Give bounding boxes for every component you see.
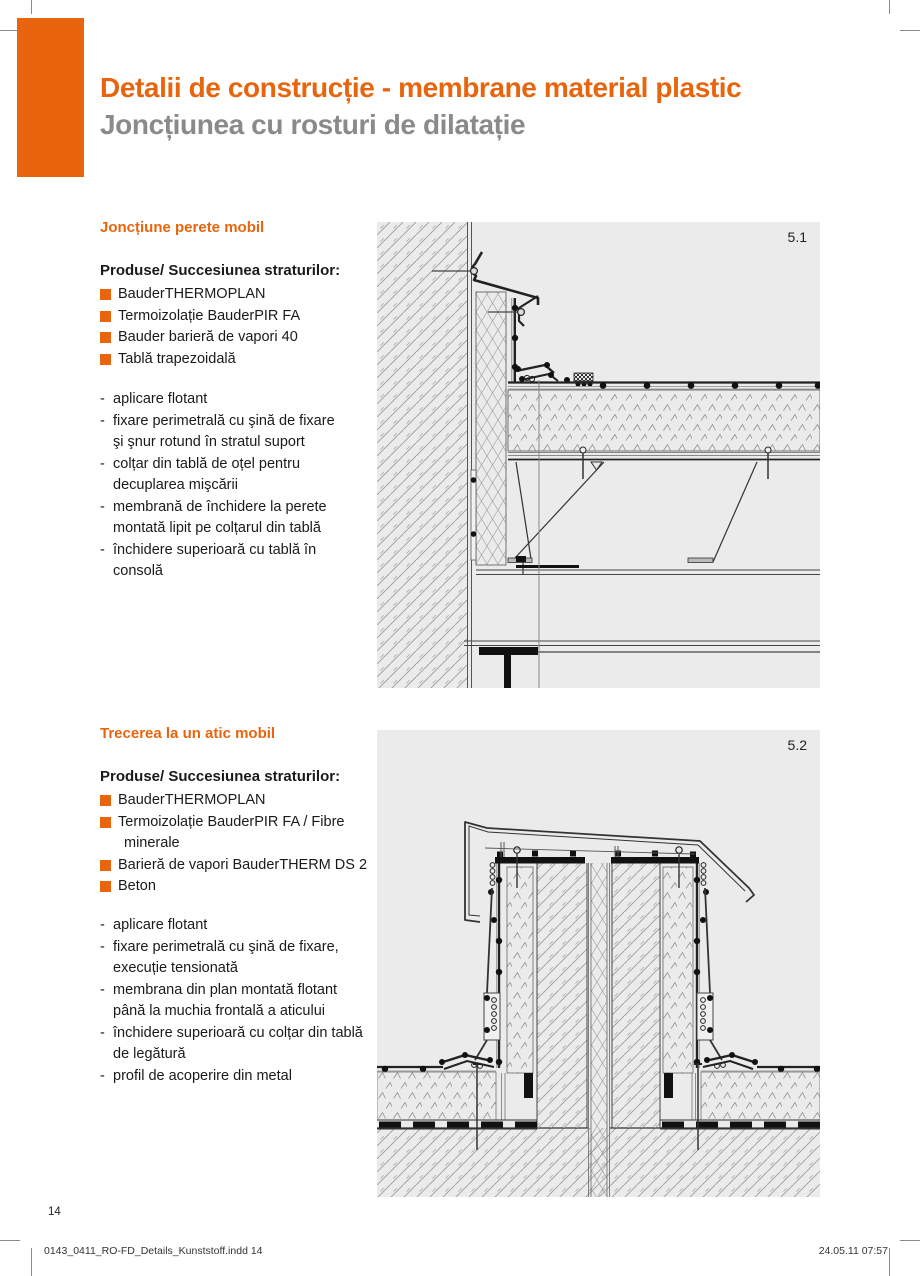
- note-line: fixare perimetrală cu şină de fixare: [113, 412, 335, 429]
- product-item: BauderTHERMOPLAN: [100, 790, 385, 812]
- note-line: membrană de închidere la perete: [113, 498, 327, 515]
- note-item: - aplicare flotant: [100, 915, 392, 937]
- note-line: colțar din tablă de oțel pentru: [113, 455, 301, 472]
- section-2-products-label: Produse/ Succesiunea straturilor:: [100, 768, 341, 785]
- product-text: Bauder barieră de vapori 40: [118, 329, 298, 345]
- figure-5-2-label: 5.2: [787, 737, 807, 753]
- product-item: Bauder barieră de vapori 40: [100, 327, 385, 349]
- note-item: - fixare perimetrală cu şină de fixare ş…: [100, 411, 392, 454]
- dash-marker: -: [100, 938, 105, 955]
- product-text: BauderTHERMOPLAN: [118, 286, 266, 302]
- note-item: - colțar din tablă de oțel pentru decupl…: [100, 454, 392, 497]
- figure-5-2-panel: 5.2: [376, 730, 821, 1197]
- figure-5-1-drawing: [377, 222, 822, 688]
- dash-marker: -: [100, 1024, 105, 1041]
- note-line: montată lipit pe colțarul din tablă: [113, 520, 321, 536]
- note-line: aplicare flotant: [113, 917, 208, 933]
- dash-marker: -: [100, 412, 105, 429]
- note-line: aplicare flotant: [113, 391, 208, 407]
- section-1-heading: Joncțiune perete mobil: [100, 219, 265, 236]
- note-line: închidere superioară cu colțar din tablă: [113, 1024, 363, 1041]
- crop-mark-bottom-right-h: [900, 1240, 920, 1241]
- note-line: membrana din plan montată flotant: [113, 981, 338, 998]
- crop-mark-top-left-h: [0, 30, 20, 31]
- section-2-heading: Trecerea la un atic mobil: [100, 725, 276, 742]
- crop-mark-bottom-left-h: [0, 1240, 20, 1241]
- bullet-square-icon: [100, 881, 111, 892]
- note-item: - membrana din plan montată flotant până…: [100, 980, 392, 1023]
- note-line: de legătură: [113, 1046, 186, 1062]
- note-line: decuplarea mişcării: [113, 477, 238, 493]
- note-line: şi şnur rotund în stratul suport: [113, 434, 305, 450]
- brand-color-block: [17, 18, 84, 177]
- product-text: BauderTHERMOPLAN: [118, 792, 266, 808]
- product-item: Barieră de vapori BauderTHERM DS 2: [100, 855, 385, 877]
- crop-mark-top-right-h: [900, 30, 920, 31]
- note-line: execuție tensionată: [113, 960, 238, 976]
- product-text: Termoizolație BauderPIR FA / Fibre: [118, 813, 345, 830]
- section-2-product-list: BauderTHERMOPLAN Termoizolație BauderPIR…: [100, 790, 385, 898]
- crop-mark-bottom-left-v: [31, 1248, 32, 1276]
- bullet-square-icon: [100, 816, 111, 828]
- crop-mark-top-left-v: [31, 0, 32, 14]
- section-1-products-label: Produse/ Succesiunea straturilor:: [100, 262, 341, 279]
- note-line: consolă: [113, 563, 163, 579]
- dash-marker: -: [100, 498, 105, 515]
- figure-5-1-label: 5.1: [787, 229, 807, 245]
- section-1-note-list: - aplicare flotant - fixare perimetrală …: [100, 389, 392, 583]
- product-item: Termoizolație BauderPIR FA: [100, 306, 385, 328]
- bullet-square-icon: [100, 332, 111, 343]
- note-line: fixare perimetrală cu şină de fixare,: [113, 938, 339, 955]
- crop-mark-top-right-v: [889, 0, 890, 14]
- dash-marker: -: [100, 455, 105, 472]
- dash-marker: -: [100, 541, 105, 558]
- product-text: minerale: [124, 835, 180, 851]
- product-item: Termoizolație BauderPIR FA / Fibre miner…: [100, 812, 385, 855]
- product-text: Tablă trapezoidală: [118, 350, 236, 367]
- crop-mark-bottom-right-v: [889, 1248, 890, 1276]
- note-item: - profil de acoperire din metal: [100, 1066, 392, 1088]
- note-line: închidere superioară cu tablă în: [113, 541, 317, 558]
- bullet-square-icon: [100, 795, 111, 806]
- note-item: - aplicare flotant: [100, 389, 392, 411]
- dash-marker: -: [100, 391, 105, 407]
- product-text: Beton: [118, 878, 156, 894]
- product-text: Termoizolație BauderPIR FA: [118, 307, 301, 324]
- section-1-product-list: BauderTHERMOPLAN Termoizolație BauderPIR…: [100, 284, 385, 370]
- page-subtitle: Joncțiunea cu rosturi de dilatație: [100, 109, 526, 140]
- note-item: - închidere superioară cu colțar din tab…: [100, 1023, 392, 1066]
- product-item: Beton: [100, 876, 385, 898]
- section-2-note-list: - aplicare flotant - fixare perimetrală …: [100, 915, 392, 1087]
- product-item: BauderTHERMOPLAN: [100, 284, 385, 306]
- bullet-square-icon: [100, 310, 111, 322]
- note-item: - membrană de închidere la perete montat…: [100, 497, 392, 540]
- figure-5-1-panel: 5.1: [377, 222, 822, 688]
- page-number: 14: [48, 1206, 61, 1218]
- product-text: Barieră de vapori BauderTHERM DS 2: [118, 856, 368, 873]
- note-line: profil de acoperire din metal: [113, 1067, 292, 1084]
- figure-5-2-drawing: [376, 730, 821, 1197]
- page-title: Detalii de construcție - membrane materi…: [100, 72, 742, 103]
- note-line: până la muchia frontală a aticului: [113, 1003, 325, 1019]
- bullet-square-icon: [100, 859, 111, 871]
- product-item: Tablă trapezoidală: [100, 349, 385, 371]
- note-item: - fixare perimetrală cu şină de fixare, …: [100, 937, 392, 980]
- footer-datetime: 24.05.11 07:57: [818, 1245, 888, 1257]
- note-item: - închidere superioară cu tablă în conso…: [100, 540, 392, 583]
- bullet-square-icon: [100, 353, 111, 365]
- bullet-square-icon: [100, 289, 111, 300]
- dash-marker: -: [100, 917, 105, 933]
- footer-imprint: 0143_0411_RO-FD_Details_Kunststoff.indd …: [44, 1245, 263, 1257]
- dash-marker: -: [100, 981, 105, 998]
- dash-marker: -: [100, 1067, 105, 1084]
